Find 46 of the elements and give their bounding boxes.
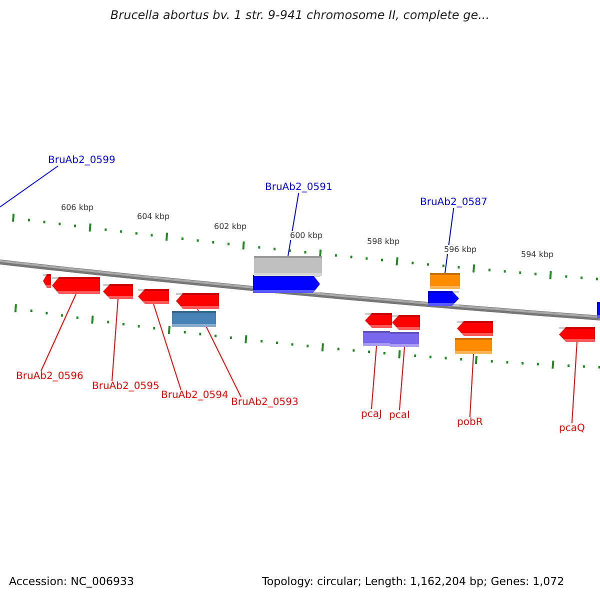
gene-label: BruAb2_0595	[92, 381, 160, 392]
scale-label: 606 kbp	[61, 203, 94, 212]
leader-line	[0, 166, 58, 208]
leader-line	[370, 346, 377, 410]
gene-feature	[176, 293, 219, 309]
gene-feature	[43, 274, 51, 288]
gene-feature	[103, 284, 133, 299]
gene-feature	[559, 327, 595, 342]
gene-feature	[138, 289, 169, 304]
scale-label: 598 kbp	[367, 237, 400, 246]
gene-label: pobR	[457, 417, 483, 428]
gene-bar	[363, 331, 390, 346]
gene-label: BruAb2_0599	[48, 155, 116, 166]
gene-bar	[390, 332, 419, 347]
leader-line	[469, 354, 474, 418]
gene-feature	[365, 313, 392, 328]
gene-feature	[253, 275, 320, 293]
scale-label: 600 kbp	[290, 231, 323, 240]
gene-bar	[597, 302, 600, 318]
gene-bar	[455, 338, 492, 354]
leader-line	[153, 304, 182, 390]
gene-label: BruAb2_0587	[420, 197, 488, 208]
gene-label: BruAb2_0593	[231, 397, 298, 408]
gene-label: pcaQ	[559, 423, 585, 434]
gene-label: BruAb2_0596	[16, 371, 84, 382]
gene-label: BruAb2_0594	[161, 390, 228, 401]
gene-bar	[254, 256, 322, 276]
gene-bar	[172, 311, 216, 327]
accession-text: Accession: NC_006933	[9, 575, 134, 588]
gene-label: pcaI	[389, 410, 410, 421]
gene-bar	[430, 273, 460, 289]
scale-label: 594 kbp	[521, 250, 554, 259]
gene-feature	[392, 315, 420, 330]
gene-feature	[457, 321, 493, 336]
title: Brucella abortus bv. 1 str. 9-941 chromosome II, complete ge...	[109, 8, 491, 22]
summary-text: Topology: circular; Length: 1,162,204 bp; Genes: 1,072	[262, 575, 564, 588]
leader-line	[112, 298, 118, 382]
gene-label: BruAb2_0591	[265, 182, 332, 193]
gene-label: pcaJ	[361, 409, 382, 420]
leader-line	[571, 342, 578, 424]
scale-label: 604 kbp	[137, 212, 170, 221]
gene-feature	[428, 291, 459, 306]
leader-line	[398, 346, 405, 410]
scale-label: 596 kbp	[444, 245, 477, 254]
leader-line	[40, 294, 76, 372]
scale-label: 602 kbp	[214, 222, 247, 231]
